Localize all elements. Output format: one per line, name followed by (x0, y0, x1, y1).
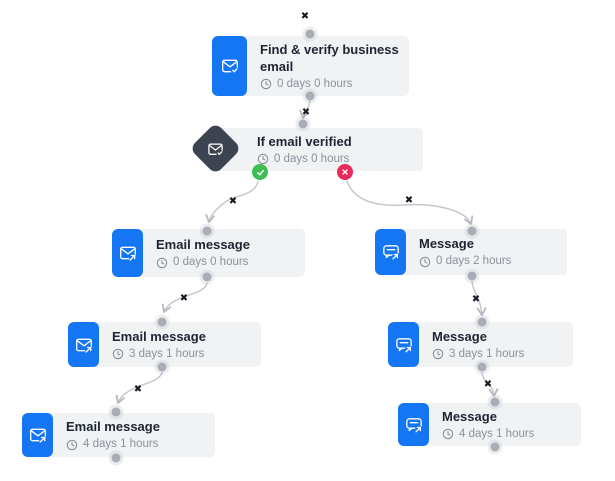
connector-port-dot[interactable] (305, 29, 315, 39)
clock-icon (260, 79, 272, 90)
connector-port-dot[interactable] (111, 407, 121, 417)
step-title: Find & verify business email (260, 41, 399, 74)
step-card-message-1[interactable]: Message 0 days 2 hours (375, 229, 567, 275)
connector-port-dot[interactable] (157, 317, 167, 327)
email-send-icon (22, 413, 53, 457)
step-card-find-verify-email[interactable]: Find & verify business email 0 days 0 ho… (212, 36, 409, 96)
connector-port-dot[interactable] (490, 442, 500, 452)
clock-icon (442, 429, 454, 440)
email-send-icon (112, 229, 143, 277)
step-card-email-message-2[interactable]: Email message 3 days 1 hours (68, 322, 261, 367)
delete-connection-button[interactable]: ✖ (228, 196, 238, 207)
step-delay: 0 days 0 hours (257, 153, 352, 165)
step-delay: 3 days 1 hours (432, 348, 524, 360)
cross-icon (342, 169, 348, 175)
connector-port-dot[interactable] (490, 397, 500, 407)
condition-card-if-email-verified[interactable]: If email verified 0 days 0 hours (213, 128, 423, 171)
connector-port-dot[interactable] (467, 271, 477, 281)
delete-connection-button[interactable]: ✖ (300, 11, 310, 22)
connector-port-dot[interactable] (467, 226, 477, 236)
condition-diamond[interactable] (189, 122, 242, 175)
step-title: Message (432, 328, 487, 344)
connector-port-dot[interactable] (202, 272, 212, 282)
clock-icon (432, 349, 444, 360)
delete-connection-button[interactable]: ✖ (471, 294, 481, 305)
clock-icon (66, 439, 78, 451)
clock-icon (112, 349, 124, 360)
step-title: Email message (112, 328, 206, 344)
connector-port-dot[interactable] (157, 362, 167, 372)
step-delay: 0 days 2 hours (419, 256, 511, 268)
connector-port-dot[interactable] (111, 453, 121, 463)
step-card-message-3[interactable]: Message 4 days 1 hours (398, 403, 581, 446)
step-title: Email message (66, 419, 160, 435)
step-delay-text: 4 days 1 hours (83, 438, 159, 451)
step-delay-text: 0 days 0 hours (277, 77, 353, 90)
step-title: If email verified (257, 133, 352, 149)
delete-connection-button[interactable]: ✖ (404, 195, 414, 206)
connector-port-dot[interactable] (298, 119, 308, 129)
step-delay: 4 days 1 hours (66, 439, 160, 451)
message-send-icon (398, 403, 429, 446)
step-card-message-2[interactable]: Message 3 days 1 hours (388, 322, 573, 367)
connector-port-dot[interactable] (477, 317, 487, 327)
mail-check-icon (208, 142, 224, 156)
step-delay-text: 0 days 0 hours (274, 152, 350, 165)
step-title: Message (442, 408, 497, 424)
delete-connection-button[interactable]: ✖ (179, 293, 189, 304)
delete-connection-button[interactable]: ✖ (133, 384, 143, 395)
step-delay-text: 3 days 1 hours (129, 347, 205, 360)
step-delay-text: 3 days 1 hours (449, 347, 525, 360)
delete-connection-button[interactable]: ✖ (301, 107, 311, 118)
delete-connection-button[interactable]: ✖ (483, 379, 493, 390)
step-title: Message (419, 236, 474, 252)
step-delay: 0 days 0 hours (260, 78, 399, 90)
step-delay-text: 0 days 2 hours (436, 255, 512, 268)
yes-branch-badge[interactable] (252, 164, 268, 180)
clock-icon (419, 256, 431, 268)
check-icon (256, 169, 264, 175)
message-send-icon (375, 229, 406, 275)
step-delay-text: 4 days 1 hours (459, 427, 535, 440)
mail-check-icon (212, 36, 247, 96)
step-delay-text: 0 days 0 hours (173, 256, 249, 269)
connector-port-dot[interactable] (477, 362, 487, 372)
step-delay: 3 days 1 hours (112, 348, 206, 360)
message-send-icon (388, 322, 419, 367)
clock-icon (156, 257, 168, 269)
step-title: Email message (156, 237, 250, 253)
email-send-icon (68, 322, 99, 367)
step-delay: 4 days 1 hours (442, 428, 534, 440)
step-card-email-message-1[interactable]: Email message 0 days 0 hours (112, 229, 305, 277)
connector-port-dot[interactable] (305, 91, 315, 101)
no-branch-badge[interactable] (337, 164, 353, 180)
step-delay: 0 days 0 hours (156, 257, 250, 269)
step-card-email-message-3[interactable]: Email message 4 days 1 hours (22, 413, 215, 457)
connector-port-dot[interactable] (202, 226, 212, 236)
